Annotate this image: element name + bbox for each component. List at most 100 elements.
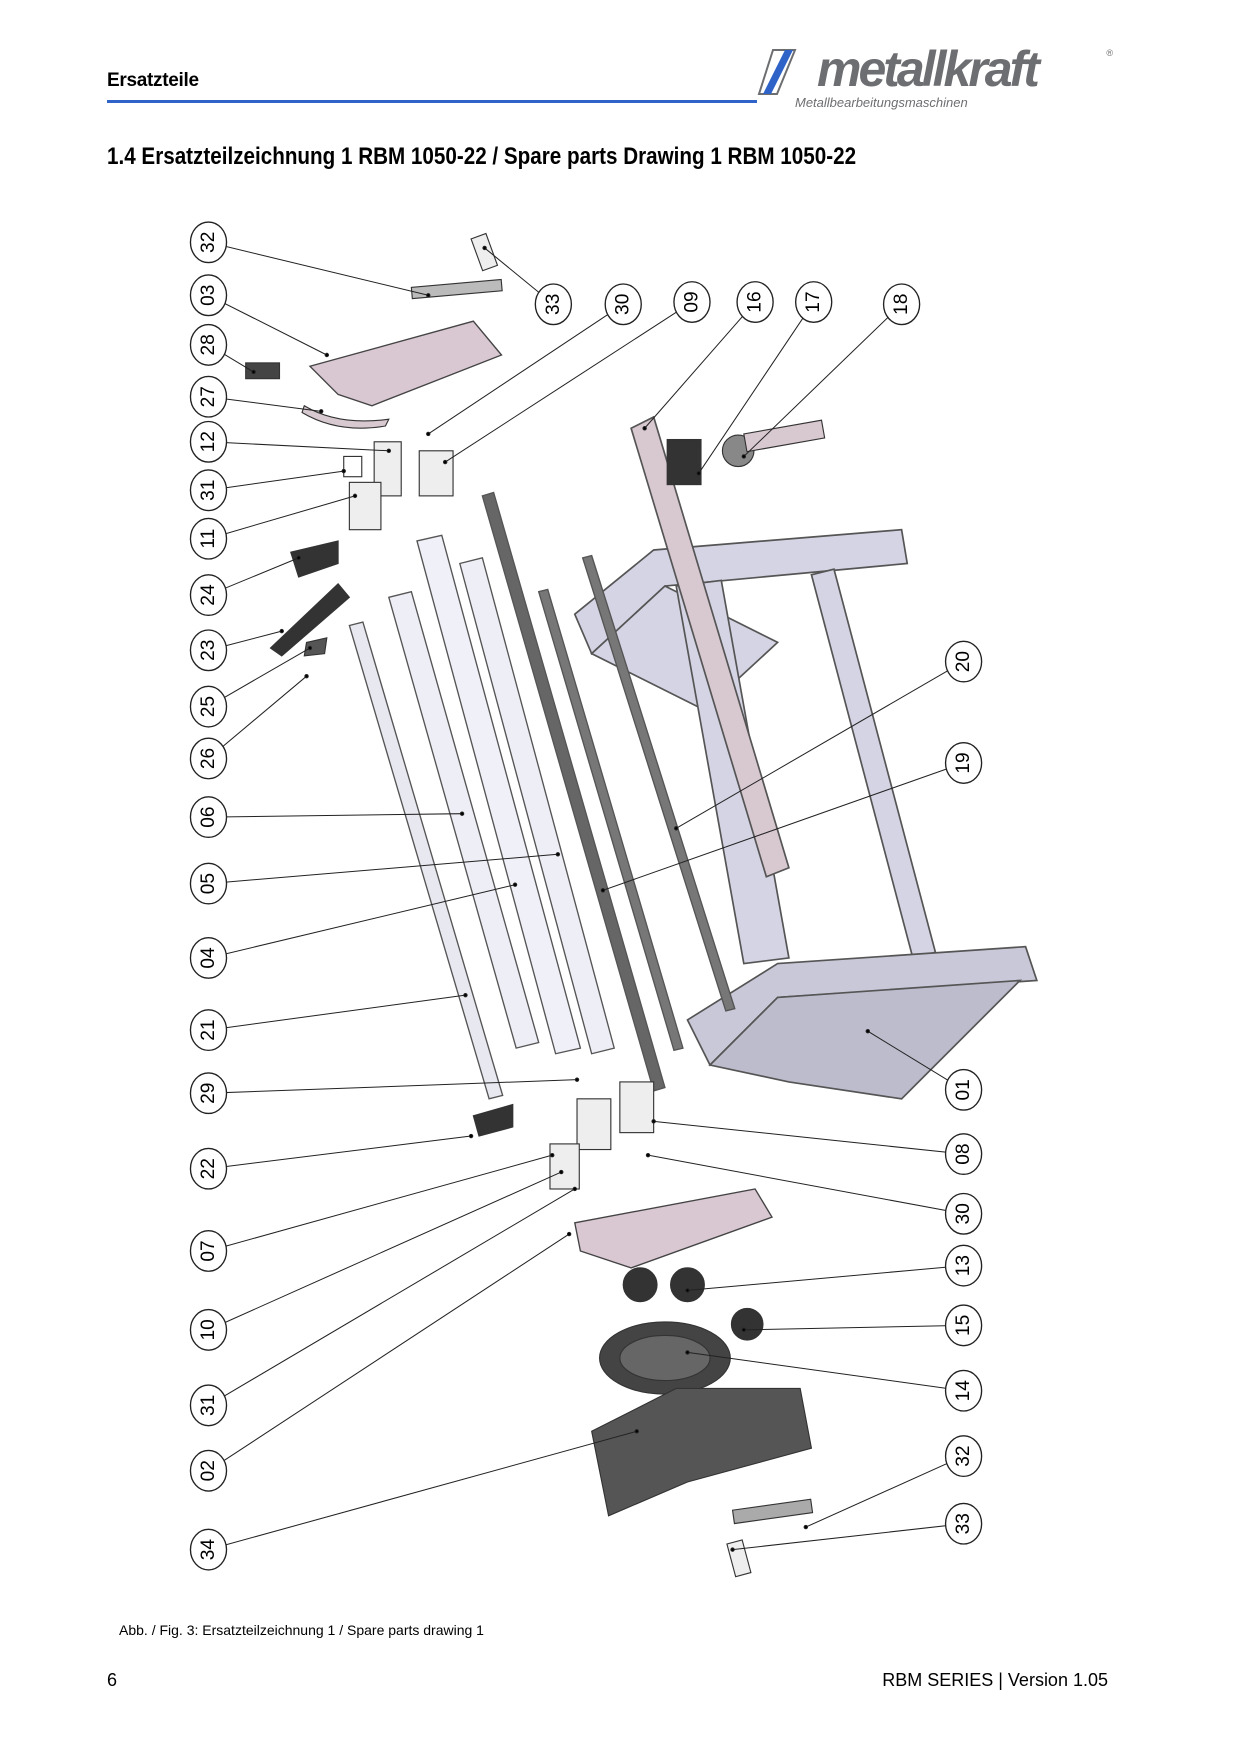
- part-number: 31: [198, 1395, 219, 1416]
- leader-dot: [741, 1327, 747, 1333]
- balloon-circle: [189, 323, 228, 366]
- leader-dot: [803, 1524, 809, 1530]
- side-plates: [308, 320, 773, 1269]
- leader-dot: [386, 448, 392, 453]
- leader-dot: [674, 826, 679, 831]
- balloon-circle: [944, 742, 983, 784]
- part-balloon: 11: [189, 517, 228, 560]
- leader-dot: [324, 352, 330, 358]
- leader-dot: [307, 645, 313, 651]
- leader-dot: [279, 628, 284, 634]
- leader-dot: [426, 431, 431, 437]
- leader-line: [208, 994, 466, 1031]
- brand-logo: metallkraft Metallbearbeitungsmaschinen …: [755, 41, 1115, 112]
- leader-line: [208, 1430, 637, 1551]
- part-balloon: 27: [189, 375, 228, 418]
- part-number: 16: [745, 291, 766, 312]
- small-parts: [245, 232, 826, 1578]
- part-balloon: 21: [189, 1009, 228, 1052]
- leader-dot: [426, 293, 431, 298]
- leader-dot: [865, 1029, 870, 1034]
- balloon-circle: [944, 1304, 983, 1347]
- part-balloon: 22: [189, 1147, 228, 1190]
- part-balloon: 26: [189, 737, 228, 780]
- part-number: 25: [198, 696, 219, 717]
- balloon-circle: [189, 1528, 228, 1571]
- balloon-circle: [189, 1072, 228, 1115]
- balloon-circle: [944, 1435, 983, 1478]
- part-number: 08: [953, 1143, 974, 1164]
- balloon-circle: [944, 1244, 983, 1287]
- leader-dot: [685, 1288, 690, 1293]
- part-number: 29: [198, 1083, 219, 1104]
- leader-line: [687, 1351, 964, 1392]
- leader-line: [208, 1188, 576, 1406]
- part-number: 13: [953, 1255, 974, 1276]
- leader-dot: [442, 459, 448, 465]
- leader-dot: [600, 888, 606, 893]
- header-divider: [107, 100, 757, 103]
- part-balloon: 20: [944, 640, 983, 683]
- part-number: 33: [543, 294, 564, 315]
- part-number: 19: [953, 752, 974, 773]
- part-balloon: 33: [534, 283, 573, 326]
- leader-dot: [555, 852, 561, 857]
- part-balloon: 33: [944, 1502, 983, 1545]
- part-balloon: 10: [189, 1308, 228, 1351]
- part-number: 28: [198, 334, 219, 355]
- leader-line: [208, 294, 328, 356]
- section-title: 1.4 Ersatzteilzeichnung 1 RBM 1050-22 / …: [107, 143, 857, 170]
- leader-line: [805, 1455, 964, 1528]
- leader-line: [743, 1324, 964, 1331]
- balloon-circle: [673, 281, 711, 323]
- part-number: 21: [198, 1019, 219, 1040]
- leader-dot: [645, 1152, 651, 1158]
- leader-line: [602, 762, 964, 891]
- part-balloon: 12: [189, 420, 228, 463]
- part-number: 24: [198, 584, 219, 606]
- part-number: 09: [681, 291, 702, 312]
- part-balloon: 25: [189, 685, 228, 728]
- part-number: 12: [198, 431, 219, 452]
- balloon-circle: [604, 283, 642, 326]
- part-number: 23: [198, 640, 219, 661]
- part-balloon: 15: [944, 1304, 983, 1347]
- part-balloon: 32: [944, 1435, 983, 1478]
- part-number: 04: [198, 947, 219, 969]
- part-number: 03: [198, 285, 219, 306]
- part-number: 31: [198, 480, 219, 501]
- part-balloon: 08: [944, 1133, 983, 1176]
- leader-line: [743, 303, 902, 457]
- part-number: 32: [198, 232, 219, 253]
- logo-wordmark: metallkraft: [817, 41, 1040, 97]
- leader-dot: [685, 1350, 690, 1355]
- leader-line: [653, 1120, 964, 1155]
- part-number: 26: [198, 748, 219, 769]
- balloon-circle: [534, 283, 573, 326]
- leader-dot: [634, 1429, 639, 1434]
- balloon-circle: [189, 375, 228, 418]
- logo-registered-mark: ®: [1106, 48, 1113, 58]
- balloon-circle: [189, 685, 228, 728]
- leader-dot: [512, 882, 518, 887]
- leader-line: [208, 884, 516, 959]
- balloon-circle: [189, 936, 228, 979]
- leader-line: [208, 1079, 578, 1094]
- logo-subtitle: Metallbearbeitungsmaschinen: [795, 95, 968, 110]
- part-balloon: 30: [604, 283, 642, 326]
- leader-dot: [318, 409, 324, 414]
- balloon-circle: [882, 283, 921, 326]
- leader-dot: [550, 1152, 555, 1158]
- balloon-circle: [189, 1230, 228, 1272]
- part-balloon: 02: [189, 1449, 228, 1492]
- leader-line: [208, 241, 429, 296]
- leader-dot: [730, 1547, 735, 1552]
- leader-dot: [566, 1231, 572, 1237]
- part-balloon: 14: [944, 1369, 983, 1412]
- leader-dot: [341, 468, 346, 474]
- leader-dot: [463, 992, 468, 998]
- rollers-and-shafts: [348, 491, 736, 1100]
- part-balloon: 09: [673, 281, 711, 323]
- part-balloon: 31: [189, 1384, 228, 1427]
